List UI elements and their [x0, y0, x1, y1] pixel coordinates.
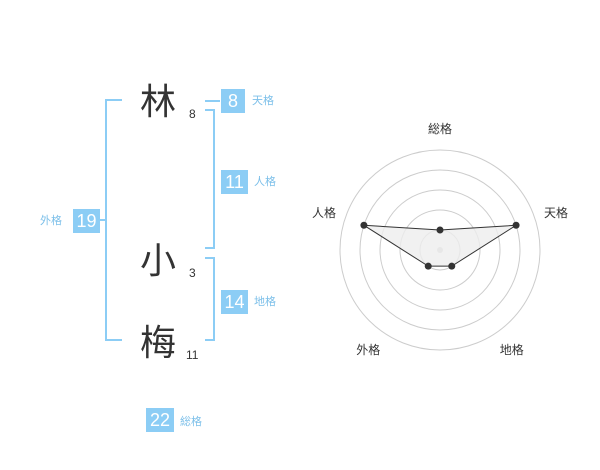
radar-ring-3	[379, 189, 501, 311]
radar-axis-label-5: 人格	[311, 206, 336, 221]
radar-point-2	[512, 221, 520, 229]
soukaku-value: 22	[146, 408, 174, 432]
radar-point-3	[448, 262, 456, 270]
radar-axis-label-4: 外格	[356, 342, 381, 357]
name-char-3: 梅	[140, 323, 177, 364]
radar-ring-5	[339, 149, 541, 351]
jinkaku-bracket	[205, 109, 215, 249]
radar-axis-label-1: 総格	[427, 122, 452, 136]
radar-chart	[339, 149, 541, 351]
radar-point-1	[436, 226, 444, 234]
gaikaku-label: 外格	[40, 214, 62, 227]
gaikaku-value: 19	[73, 209, 100, 233]
chikaku-label: 地格	[254, 295, 276, 308]
tenkaku-label: 天格	[252, 94, 274, 107]
gaikaku-bracket	[105, 99, 122, 341]
radar-point-4	[424, 262, 432, 270]
name-char-2: 小	[140, 241, 177, 282]
name-char-3-strokes: 11	[186, 348, 199, 362]
radar-axis-label-3: 地格	[499, 342, 524, 357]
radar-ring-2	[399, 209, 481, 291]
name-char-1: 林	[140, 82, 177, 123]
radar-area	[363, 224, 517, 267]
radar-ring-4	[359, 169, 521, 331]
chikaku-bracket	[205, 257, 215, 341]
soukaku-label: 総格	[180, 415, 202, 428]
radar-point-5	[360, 221, 368, 229]
radar-axis-label-2: 天格	[544, 206, 569, 221]
jinkaku-value: 11	[221, 170, 248, 194]
chikaku-value: 14	[221, 290, 248, 314]
tenkaku-value: 8	[221, 89, 245, 113]
name-char-1-strokes: 8	[189, 107, 196, 121]
jinkaku-label: 人格	[254, 175, 276, 188]
name-char-2-strokes: 3	[189, 266, 196, 280]
